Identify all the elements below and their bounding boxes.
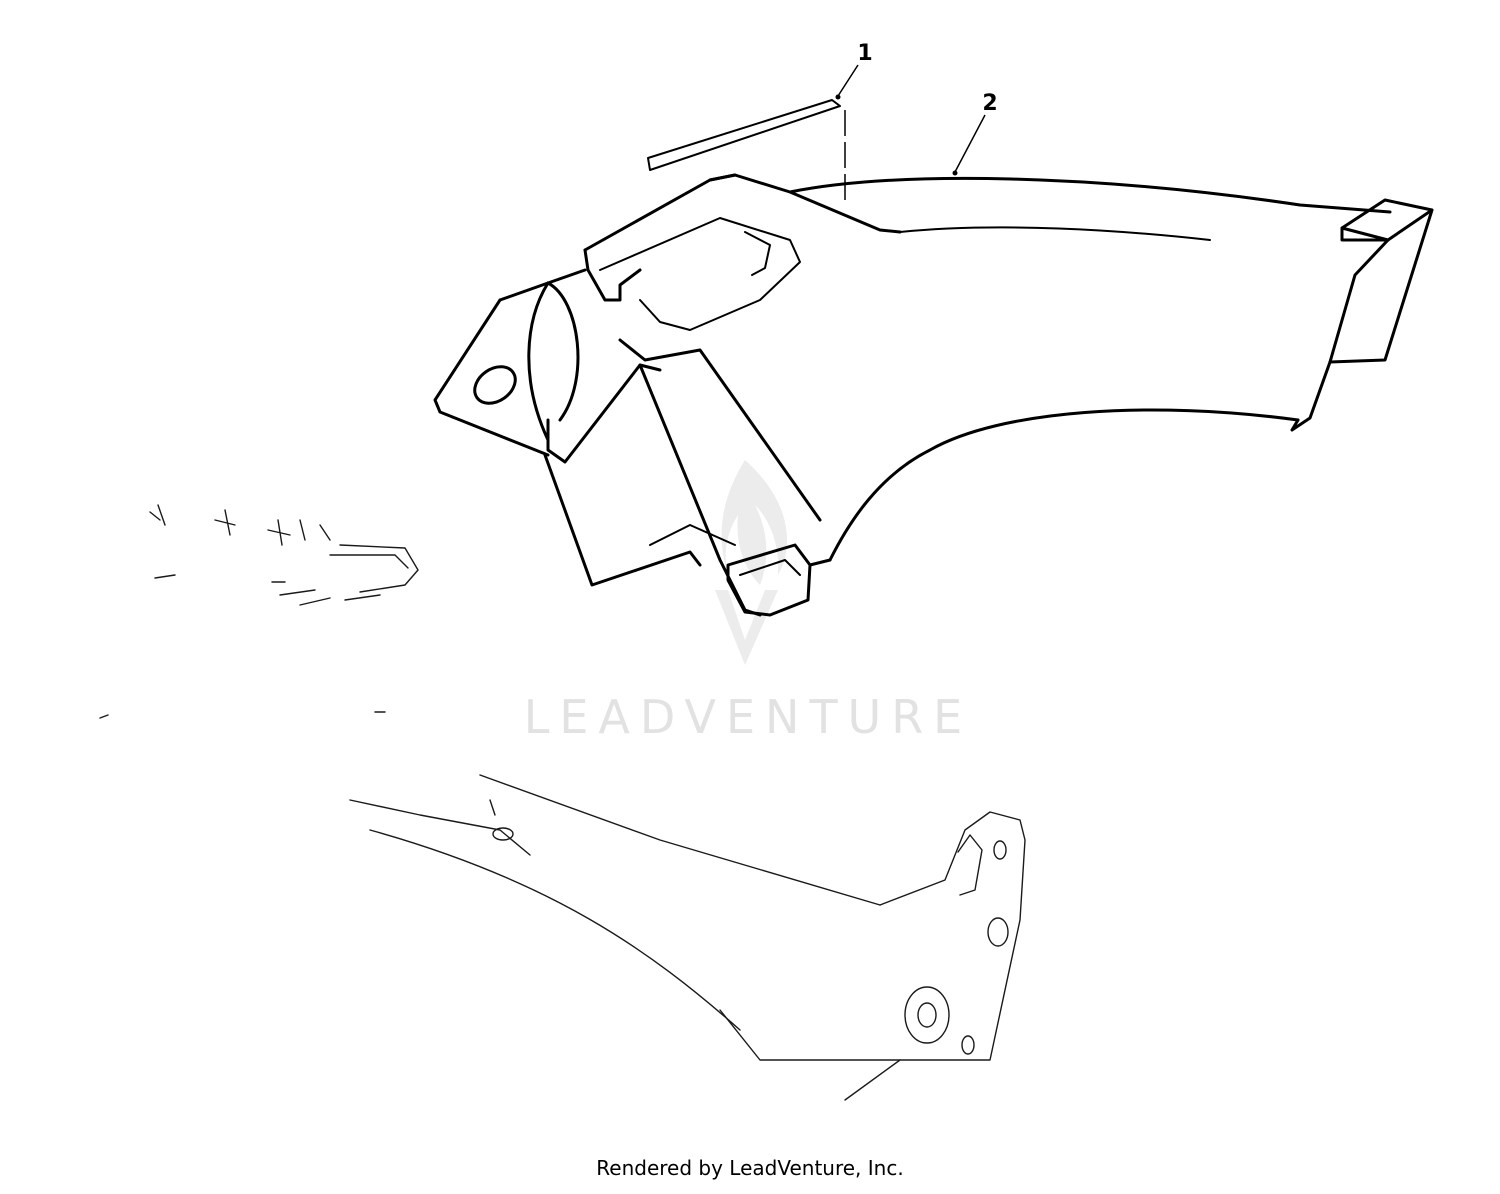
watermark-text: LEADVENTURE — [524, 690, 973, 744]
footer-credit: Rendered by LeadVenture, Inc. — [596, 1156, 904, 1180]
callout-2: 2 — [982, 91, 997, 116]
discharge-chute-part — [433, 173, 1434, 617]
decal-part — [647, 99, 841, 171]
callout-1: 1 — [857, 41, 872, 66]
ghost-frame — [99, 504, 1026, 1101]
callout-leaders — [835, 64, 986, 205]
watermark-logo — [715, 460, 788, 665]
